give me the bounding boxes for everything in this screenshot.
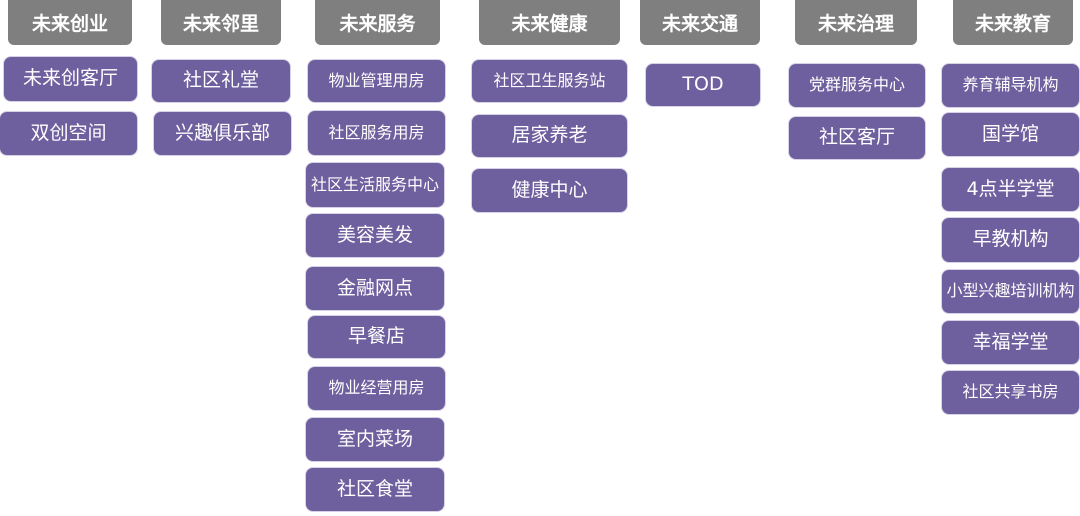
- column-header: 未来交通: [640, 0, 760, 45]
- facility-box: 健康中心: [472, 169, 627, 212]
- facility-box: 社区共享书房: [942, 371, 1079, 414]
- facility-box: 早教机构: [942, 218, 1079, 262]
- facility-box: 4点半学堂: [942, 168, 1079, 211]
- facility-box: 室内菜场: [306, 418, 444, 461]
- column-header: 未来教育: [953, 0, 1073, 45]
- column-header: 未来健康: [479, 0, 620, 45]
- facility-box: 小型兴趣培训机构: [942, 270, 1079, 313]
- facility-box: 物业管理用房: [308, 60, 445, 102]
- facility-box: 早餐店: [308, 316, 445, 358]
- facility-box: 兴趣俱乐部: [154, 112, 291, 155]
- facility-box: 社区生活服务中心: [306, 163, 444, 207]
- facility-box: 社区服务用房: [308, 111, 445, 155]
- facility-box: 美容美发: [306, 214, 444, 257]
- facility-box: 社区礼堂: [152, 60, 290, 102]
- column-header: 未来服务: [315, 0, 440, 45]
- column-header: 未来邻里: [161, 0, 281, 45]
- facility-box: 双创空间: [0, 112, 137, 155]
- facility-box: 未来创客厅: [4, 57, 137, 101]
- facility-box: 养育辅导机构: [942, 64, 1079, 107]
- facility-box: 社区食堂: [306, 468, 444, 511]
- facility-box: 社区客厅: [789, 117, 925, 159]
- column-header: 未来治理: [795, 0, 917, 45]
- facility-box: 社区卫生服务站: [472, 60, 627, 102]
- facility-box: 物业经营用房: [308, 367, 445, 410]
- facility-box: 居家养老: [472, 115, 627, 157]
- facility-box: 金融网点: [306, 267, 444, 310]
- facility-box: 国学馆: [942, 113, 1079, 156]
- column-header: 未来创业: [8, 0, 132, 45]
- facility-box: 幸福学堂: [942, 321, 1079, 364]
- facility-box: 党群服务中心: [789, 64, 925, 107]
- facility-box: TOD: [646, 64, 760, 106]
